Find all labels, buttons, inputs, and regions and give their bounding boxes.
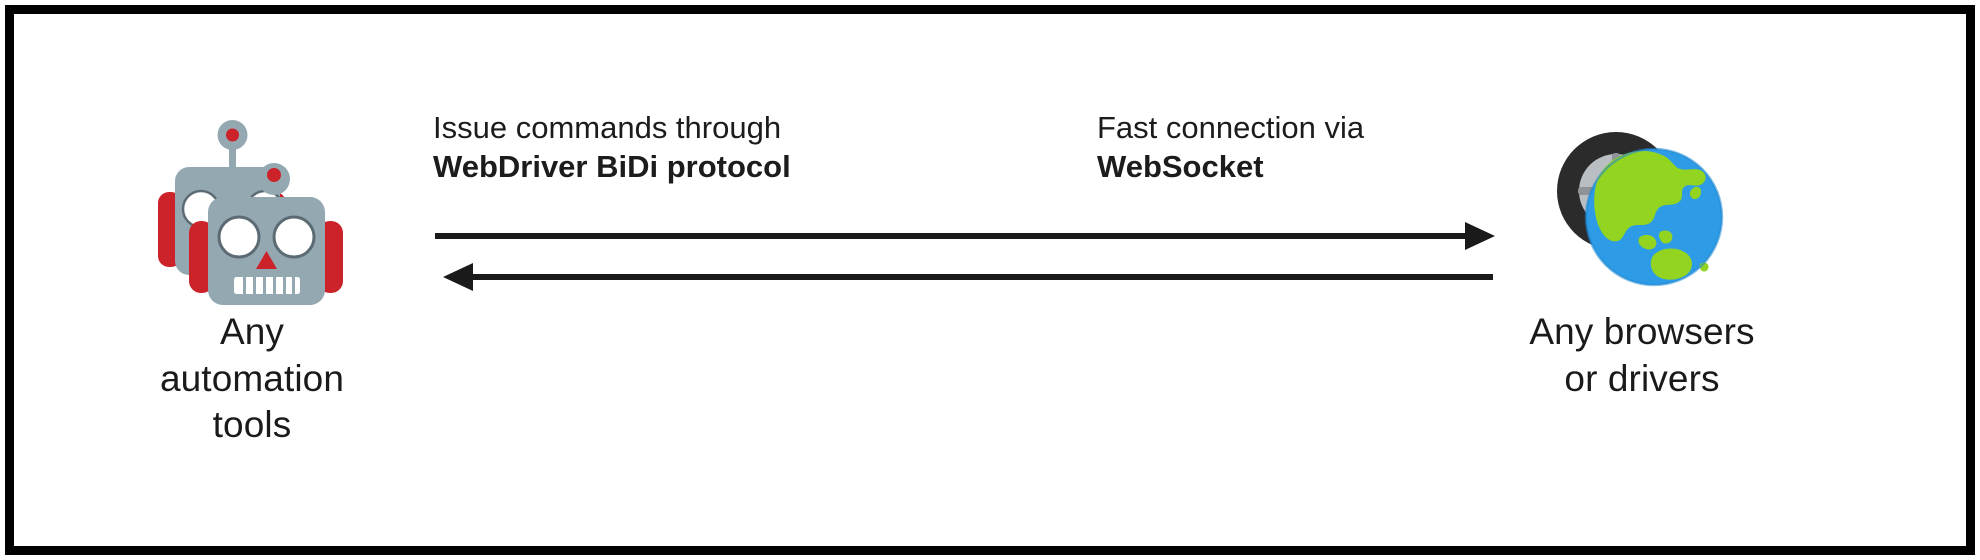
- robot-icon: [142, 117, 357, 307]
- globe-shape: [1584, 147, 1724, 287]
- websocket-label-line2: WebSocket: [1097, 148, 1264, 184]
- websocket-label-line1: Fast connection via: [1097, 110, 1365, 145]
- commands-label-line1: Issue commands through: [433, 110, 782, 145]
- diagram-border: Any automation tools Issue commands thro…: [5, 5, 1975, 555]
- globe-wheel-icon: [1544, 119, 1734, 294]
- commands-arrow-label: Issue commands through WebDriver BiDi pr…: [433, 109, 791, 187]
- commands-arrow: [435, 222, 1495, 250]
- websocket-arrow-label: Fast connection via WebSocket: [1097, 109, 1364, 187]
- diagram-canvas: Any automation tools Issue commands thro…: [14, 14, 1966, 546]
- right-node-caption: Any browsers or drivers: [1529, 311, 1755, 399]
- commands-label-line2: WebDriver BiDi protocol: [433, 148, 791, 184]
- connection-arrows: [429, 219, 1499, 299]
- left-node-caption: Any automation tools: [159, 311, 345, 446]
- response-arrow: [443, 263, 1493, 291]
